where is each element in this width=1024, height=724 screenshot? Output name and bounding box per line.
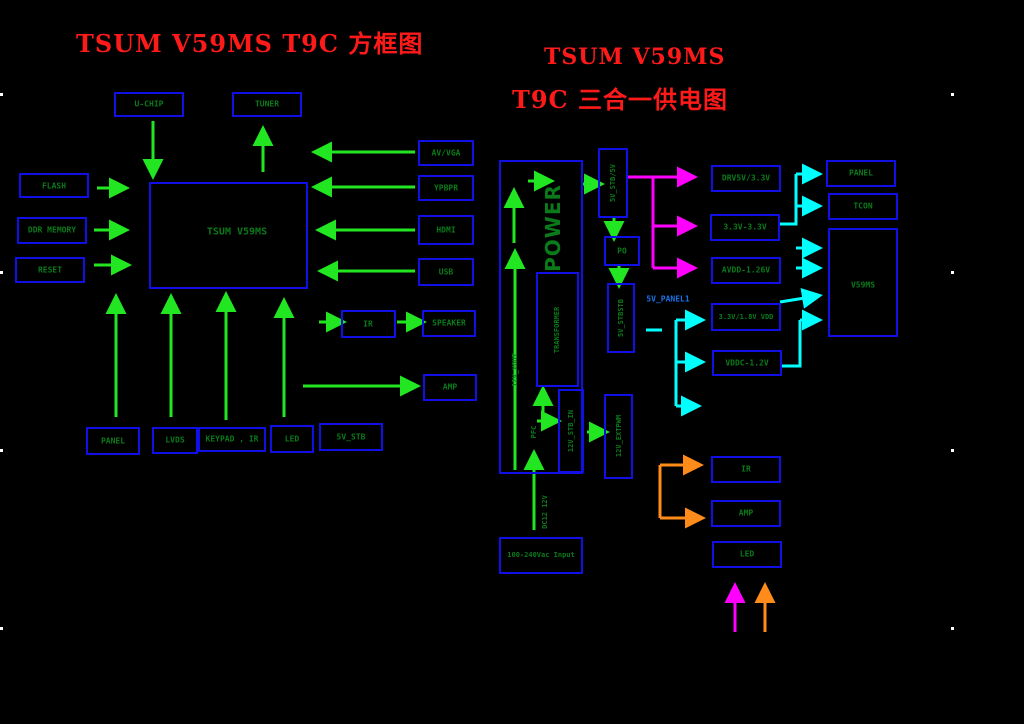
v33-box xyxy=(710,214,780,241)
reset-label: RESET xyxy=(37,265,63,275)
out-panel-label: PANEL xyxy=(848,168,874,178)
power-label: POWER xyxy=(541,184,565,272)
margin-marker xyxy=(951,449,954,452)
v18-label: 3.3V/1.8V VDD xyxy=(718,313,774,321)
ddr-box xyxy=(17,217,87,244)
stb-5v-label: 5V_STB xyxy=(336,432,366,442)
led-box xyxy=(270,425,314,453)
ac-input-box xyxy=(499,537,583,574)
keypad-ir-label: KEYPAD , IR xyxy=(205,434,259,444)
margin-marker xyxy=(951,271,954,274)
av-vga-label: AV/VGA xyxy=(431,148,461,158)
power-board-box xyxy=(499,160,583,474)
tcon-label: TCON xyxy=(853,201,873,211)
ypbpr-label: YPBPR xyxy=(433,183,459,193)
tuner-box xyxy=(232,92,302,117)
pwm-label: 12V_EXTPWM xyxy=(615,414,623,458)
margin-marker xyxy=(951,93,954,96)
panel-label: PANEL xyxy=(100,436,126,446)
low-amp-label: AMP xyxy=(738,508,754,518)
stb-label: 5V_STBSTB xyxy=(617,299,625,337)
flash-box xyxy=(19,173,89,198)
flash-label: FLASH xyxy=(41,181,67,191)
avdd-label: AVDD-1.26V xyxy=(721,265,771,275)
v5-label: 5V_STB/5V xyxy=(609,164,617,202)
tuner-label: TUNER xyxy=(254,99,280,109)
ir-box xyxy=(341,310,396,338)
right-diagram-title-line2: T9C 三合一供电图 xyxy=(512,85,729,114)
vddc-box xyxy=(712,350,782,376)
low-amp-box xyxy=(711,500,781,527)
left-diagram-title: TSUM V59MS T9C 方框图 xyxy=(76,29,424,58)
drv-label: DRV5V/3.3V xyxy=(721,173,771,183)
v18-box xyxy=(711,303,781,331)
stb-5v-box xyxy=(319,423,383,451)
low-led-label: LED xyxy=(739,549,755,559)
stb12-box xyxy=(558,389,584,473)
ac-input-label: 100-240Vac Input xyxy=(507,551,575,559)
right-diagram-title-line1: TSUM V59MS xyxy=(544,44,726,70)
tcon-box xyxy=(828,193,898,220)
ir-label: IR xyxy=(363,319,373,329)
lvds-label: LVDS xyxy=(165,435,185,445)
ypbpr-box xyxy=(418,175,474,201)
main-soc-box xyxy=(149,182,308,289)
hdmi-label: HDMI xyxy=(436,225,456,235)
margin-marker xyxy=(0,93,3,96)
out-panel-box xyxy=(826,160,896,187)
lvds-box xyxy=(152,427,198,454)
amp-box xyxy=(423,374,477,401)
low-led-box xyxy=(712,541,782,568)
low-ir-box xyxy=(711,456,781,483)
margin-marker xyxy=(0,627,3,630)
hdmi-box xyxy=(418,215,474,245)
v59ms-label: V59MS xyxy=(850,280,876,290)
v33-label: 3.3V-3.3V xyxy=(723,222,767,232)
margin-marker xyxy=(951,627,954,630)
stb12-label: 12V_STB_IN xyxy=(567,409,575,453)
pfc-label: PFC xyxy=(530,425,538,439)
speaker-box xyxy=(422,310,476,337)
u-chip-box xyxy=(114,92,184,117)
ddr-label: DDR MEMORY xyxy=(27,225,77,235)
led-label: LED xyxy=(284,434,300,444)
stb-box xyxy=(607,283,635,353)
u-chip-label: U-CHIP xyxy=(134,99,164,109)
v5-box xyxy=(598,148,628,218)
avdd-box xyxy=(711,257,781,284)
vddc-label: VDDC-1.2V xyxy=(725,358,769,368)
po-label: PO xyxy=(617,246,627,256)
usb-label: USB xyxy=(438,267,454,277)
main-soc-label: TSUM V59MS xyxy=(206,226,268,238)
panel-power-label: 5V_PANEL1 xyxy=(646,294,690,304)
margin-marker xyxy=(0,449,3,452)
transformer-box xyxy=(536,272,579,387)
dc12-label: DC12 12V xyxy=(541,495,549,529)
panel-box xyxy=(86,427,140,455)
speaker-label: SPEAKER xyxy=(432,318,466,328)
vout-label: 12V_VOUT xyxy=(511,353,519,387)
po-box xyxy=(604,236,640,266)
v59ms-box xyxy=(828,228,898,337)
av-vga-box xyxy=(418,140,474,166)
keypad-ir-box xyxy=(198,427,266,452)
margin-marker xyxy=(0,271,3,274)
amp-label: AMP xyxy=(442,382,458,392)
transformer-label: TRANSFORMER xyxy=(553,306,561,354)
reset-box xyxy=(15,257,85,283)
low-ir-label: IR xyxy=(741,464,751,474)
pwm-box xyxy=(604,394,633,479)
usb-box xyxy=(418,258,474,286)
drv-box xyxy=(711,165,781,192)
